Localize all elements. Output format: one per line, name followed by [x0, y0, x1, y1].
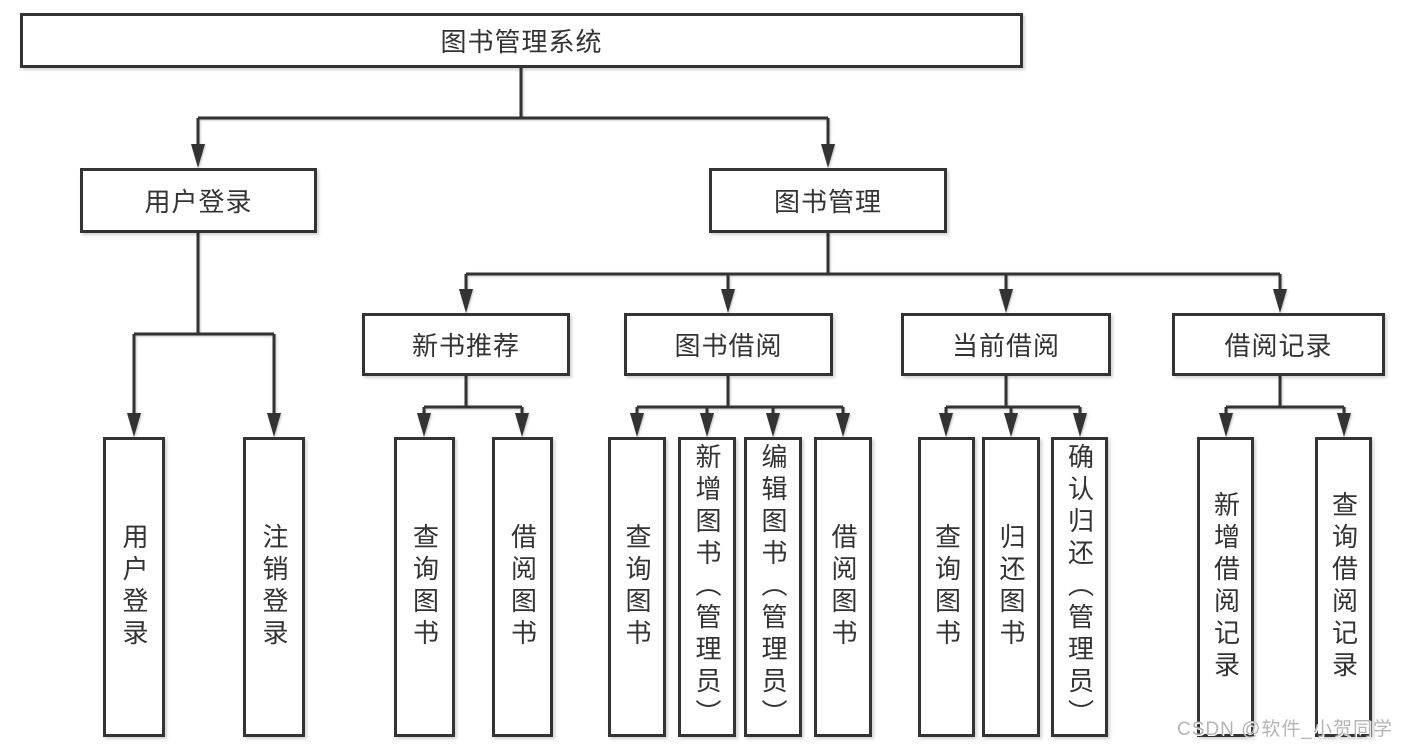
connector-current-borrow-to-leaves [939, 376, 1087, 437]
node-root-system: 图书管理系统 [20, 13, 1023, 68]
leaf-current-query-books-label: 查询图书 [931, 523, 962, 651]
leaf-logout: 注销登录 [243, 437, 305, 737]
leaf-return-books: 归还图书 [982, 437, 1040, 737]
leaf-recommend-query-books-label: 查询图书 [409, 523, 440, 651]
leaf-add-borrow-record-label: 新增借阅记录 [1210, 491, 1241, 683]
leaf-add-books-admin-label: 新增图书（管理员） [692, 443, 722, 731]
node-user-login-label: 用户登录 [144, 187, 253, 217]
leaf-current-query-books: 查询图书 [918, 437, 975, 737]
leaf-recommend-borrow-books: 借阅图书 [492, 437, 553, 737]
connector-borrow-records-to-leaves [1219, 376, 1351, 437]
node-current-borrow: 当前借阅 [901, 313, 1111, 376]
connector-root-to-level2 [191, 68, 835, 168]
leaf-recommend-borrow-books-label: 借阅图书 [507, 523, 538, 651]
leaf-confirm-return-admin-label: 确认归还（管理员） [1064, 443, 1095, 731]
leaf-user-login: 用户登录 [103, 437, 165, 737]
leaf-edit-books-admin: 编辑图书（管理员） [744, 437, 802, 737]
leaf-borrow-books-label: 借阅图书 [828, 523, 858, 651]
leaf-recommend-query-books: 查询图书 [394, 437, 455, 737]
node-current-borrow-label: 当前借阅 [951, 331, 1060, 361]
connector-book-borrow-to-leaves [630, 376, 850, 437]
leaf-borrow-books: 借阅图书 [814, 437, 872, 737]
leaf-borrow-query-books: 查询图书 [608, 437, 666, 737]
node-user-login: 用户登录 [80, 168, 317, 233]
node-new-book-recommend-label: 新书推荐 [411, 331, 520, 361]
leaf-add-books-admin: 新增图书（管理员） [678, 437, 736, 737]
connector-new-book-recommend-to-leaves [417, 376, 529, 437]
csdn-watermark: CSDN @软件_小贺同学 [1177, 719, 1393, 740]
leaf-query-borrow-record-label: 查询借阅记录 [1328, 491, 1359, 683]
connector-book-management-to-level3 [459, 233, 1287, 313]
node-root-system-label: 图书管理系统 [440, 27, 603, 57]
node-book-borrow: 图书借阅 [624, 313, 833, 376]
leaf-add-borrow-record: 新增借阅记录 [1197, 437, 1254, 737]
leaf-return-books-label: 归还图书 [996, 523, 1026, 651]
node-book-borrow-label: 图书借阅 [674, 331, 783, 361]
leaf-confirm-return-admin: 确认归还（管理员） [1051, 437, 1108, 737]
node-book-management: 图书管理 [709, 168, 947, 233]
leaf-edit-books-admin-label: 编辑图书（管理员） [758, 443, 788, 731]
leaf-user-login-label: 用户登录 [119, 523, 149, 651]
leaf-logout-label: 注销登录 [259, 523, 289, 651]
connector-user-login-to-leaves [127, 233, 281, 437]
leaf-borrow-query-books-label: 查询图书 [622, 523, 652, 651]
node-borrow-records-label: 借阅记录 [1224, 331, 1333, 361]
node-new-book-recommend: 新书推荐 [362, 313, 570, 376]
leaf-query-borrow-record: 查询借阅记录 [1315, 437, 1372, 737]
node-book-management-label: 图书管理 [773, 187, 882, 217]
node-borrow-records: 借阅记录 [1172, 313, 1385, 376]
